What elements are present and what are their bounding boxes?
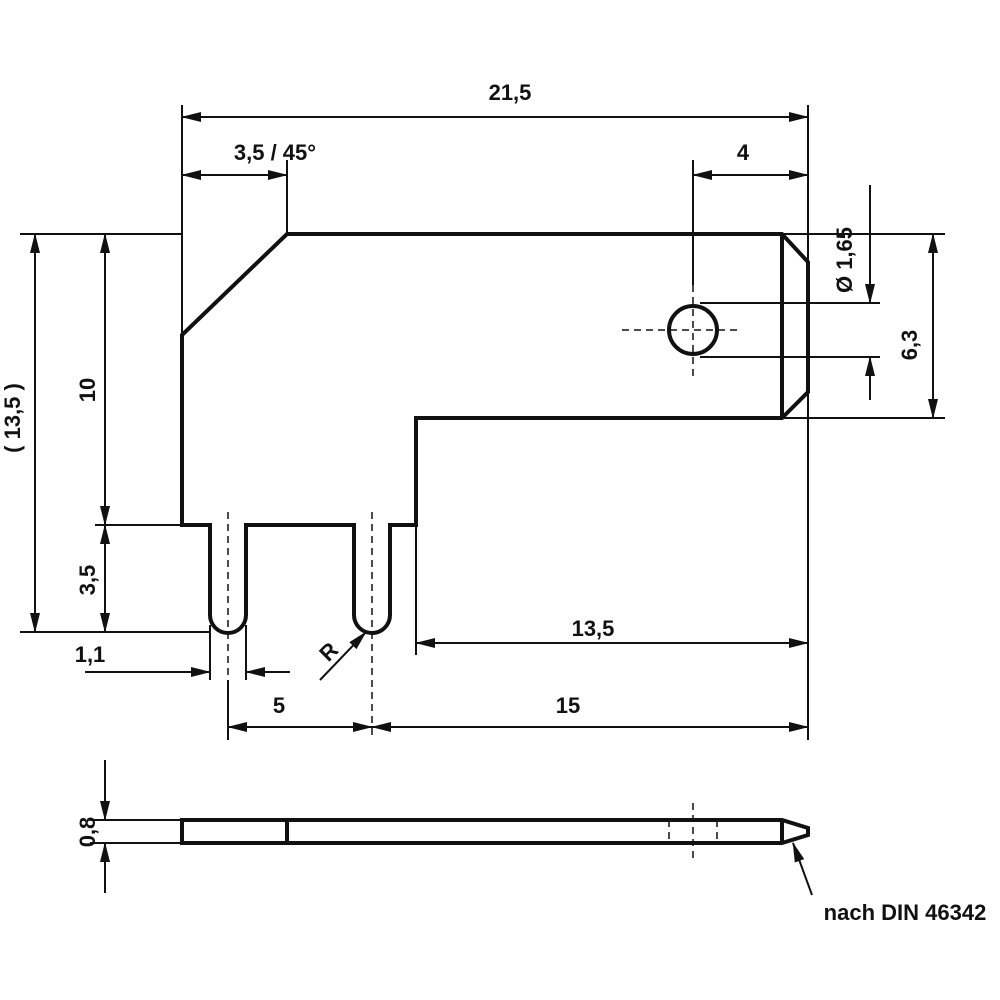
note-leader — [792, 842, 813, 896]
label-slot-depth: 3,5 — [75, 565, 100, 596]
thickness-extension-lines — [90, 819, 182, 844]
extension-lines — [20, 105, 945, 740]
label-slot-radius: R — [314, 637, 343, 666]
label-din-note: nach DIN 46342 — [824, 900, 987, 925]
label-overall-width: 21,5 — [489, 80, 532, 105]
label-hole-offset: 4 — [737, 140, 750, 165]
label-slot-pitch: 5 — [273, 693, 285, 718]
label-tab-width: 6,3 — [897, 330, 922, 361]
label-hole-diameter: Ø 1,65 — [832, 227, 857, 293]
label-overall-height: ( 13,5 ) — [0, 383, 25, 453]
label-tab-length: 13,5 — [572, 616, 615, 641]
side-view-outline — [180, 818, 810, 845]
hole — [667, 304, 719, 356]
part-outline — [180, 232, 810, 635]
label-thickness: 0,8 — [75, 817, 100, 848]
dim-line-radius — [319, 631, 367, 681]
label-chamfer: 3,5 / 45° — [234, 140, 316, 165]
label-slot-to-edge: 15 — [556, 693, 580, 718]
label-slot-width: 1,1 — [75, 642, 106, 667]
label-body-height: 10 — [75, 378, 100, 402]
